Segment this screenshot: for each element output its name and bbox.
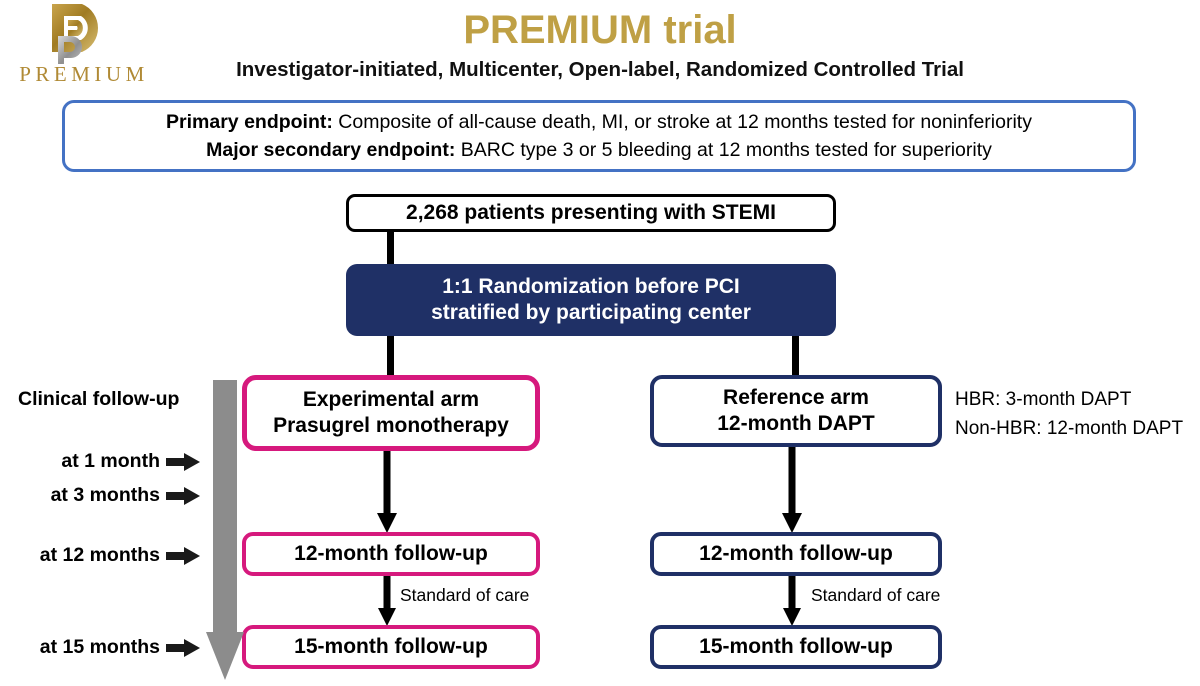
timeline-label-12-months: at 12 months (39, 544, 160, 566)
experimental-12month-label: 12-month follow-up (294, 542, 488, 565)
timeline-title: Clinical follow-up (18, 388, 180, 410)
primary-endpoint-label: Primary endpoint: (166, 111, 333, 133)
experimental-15month-label: 15-month follow-up (294, 635, 488, 658)
reference-15month-label: 15-month follow-up (699, 635, 893, 658)
reference-12month-followup-box: 12-month follow-up (650, 532, 942, 576)
connector-enrollment-to-randomization (387, 232, 394, 265)
logo-wordmark: PREMIUM (19, 62, 149, 86)
timeline-label-15-months: at 15 months (39, 636, 160, 658)
hbr-note: HBR: 3-month DAPT Non-HBR: 12-month DAPT (955, 385, 1200, 443)
endpoints-box: Primary endpoint: Composite of all-cause… (62, 100, 1136, 172)
randomization-line-1: 1:1 Randomization before PCI (442, 275, 740, 298)
reference-arm-line-2: 12-month DAPT (717, 412, 875, 435)
experimental-arm-line-2: Prasugrel monotherapy (273, 414, 509, 437)
page-title: PREMIUM trial (463, 8, 737, 52)
primary-endpoint-text: Composite of all-cause death, MI, or str… (332, 111, 1032, 133)
connector-randomization-to-reference (792, 336, 799, 376)
reference-standard-of-care-label: Standard of care (811, 585, 941, 605)
experimental-12month-followup-box: 12-month follow-up (242, 532, 540, 576)
timeline-label-3-months: at 3 months (50, 484, 160, 506)
experimental-standard-of-care-label: Standard of care (400, 585, 530, 605)
premium-monogram-icon (52, 4, 98, 64)
randomization-box: 1:1 Randomization before PCI stratified … (346, 264, 836, 336)
reference-12month-label: 12-month follow-up (699, 542, 893, 565)
timeline-arrow-15-months-icon (166, 639, 200, 657)
connector-randomization-to-experimental (387, 336, 394, 376)
hbr-note-line-2: Non-HBR: 12-month DAPT (955, 418, 1184, 439)
page-subtitle: Investigator-initiated, Multicenter, Ope… (236, 58, 964, 81)
timeline-arrow-3-months-icon (166, 487, 200, 505)
secondary-endpoint-line: Major secondary endpoint: BARC type 3 or… (206, 136, 992, 164)
enrollment-box: 2,268 patients presenting with STEMI (346, 194, 836, 232)
randomization-line-2: stratified by participating center (431, 301, 751, 324)
arrow-experimental-to-12month (377, 451, 397, 533)
secondary-endpoint-label: Major secondary endpoint: (206, 139, 456, 161)
timeline-down-arrow-icon (206, 380, 244, 680)
timeline-label-1-month: at 1 month (61, 450, 160, 472)
timeline-arrow-12-months-icon (166, 547, 200, 565)
experimental-arm-box: Experimental arm Prasugrel monotherapy (242, 375, 540, 451)
enrollment-label: 2,268 patients presenting with STEMI (406, 201, 776, 224)
experimental-15month-followup-box: 15-month follow-up (242, 625, 540, 669)
reference-15month-followup-box: 15-month follow-up (650, 625, 942, 669)
timeline-arrow-1-month-icon (166, 453, 200, 471)
secondary-endpoint-text: BARC type 3 or 5 bleeding at 12 months t… (455, 139, 992, 161)
arrow-reference-to-12month (782, 447, 802, 533)
experimental-arm-line-1: Experimental arm (302, 388, 480, 411)
premium-logo: PREMIUM (4, 2, 164, 98)
primary-endpoint-line: Primary endpoint: Composite of all-cause… (166, 108, 1032, 136)
arrow-reference-12month-to-15month (783, 576, 801, 626)
arrow-experimental-12month-to-15month (378, 576, 396, 626)
hbr-note-line-1: HBR: 3-month DAPT (955, 389, 1132, 410)
reference-arm-box: Reference arm 12-month DAPT (650, 375, 942, 447)
reference-arm-line-1: Reference arm (723, 386, 869, 409)
